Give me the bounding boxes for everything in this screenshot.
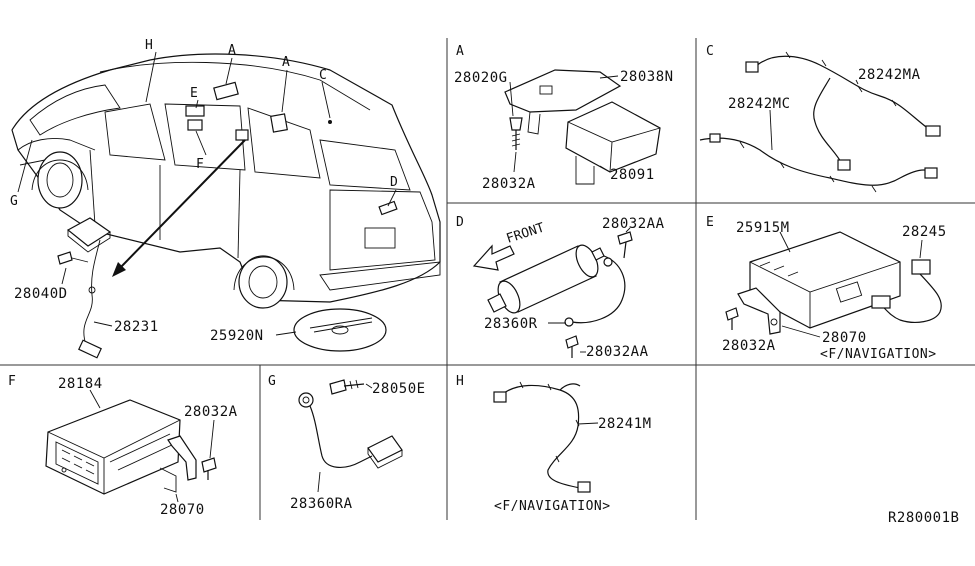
callout-a-1: A (228, 43, 236, 58)
navigation-disc (293, 308, 387, 352)
part-28360r: 28360R (484, 316, 538, 332)
section-h: H 28241M <F/NAVIGATION> (456, 374, 652, 514)
part-28032a: 28032A (184, 404, 238, 420)
front-label: FRONT (505, 220, 547, 246)
section-c: C 28242MA 28242MC (699, 44, 941, 193)
front-arrow (472, 244, 515, 271)
amplifier-cylinder (487, 244, 605, 314)
part-28091: 28091 (610, 167, 655, 183)
callout-h: H (145, 38, 153, 53)
callout-d: D (390, 175, 398, 190)
section-h-note: <F/NAVIGATION> (494, 499, 611, 514)
section-f: F 28184 28032A 28070 (8, 374, 238, 518)
section-f-letter: F (8, 374, 16, 389)
part-25915m: 25915M (736, 220, 790, 236)
callout-f: F (196, 157, 204, 172)
part-28020g: 28020G (454, 70, 508, 86)
section-c-letter: C (706, 44, 714, 59)
part-28360ra: 28360RA (290, 496, 353, 512)
part-28241m: 28241M (598, 416, 652, 432)
part-28070: 28070 (822, 330, 867, 346)
part-28231: 28231 (114, 319, 159, 335)
part-28032aa-top: 28032AA (602, 216, 665, 232)
grid-lines (0, 38, 975, 520)
section-g: G 28050E 28360RA (268, 374, 426, 512)
callout-g: G (10, 194, 18, 209)
section-h-letter: H (456, 374, 464, 389)
part-28038n: 28038N (620, 69, 674, 85)
part-28032aa-bottom: 28032AA (586, 344, 649, 360)
part-28040d: 28040D (14, 286, 68, 302)
vehicle-overview-section: H A A C E F G D 28040D 28231 25920N (10, 38, 441, 359)
gps-antenna-assembly (57, 217, 112, 359)
part-28070: 28070 (160, 502, 205, 518)
part-28242mc: 28242MC (728, 96, 791, 112)
minivan-illustration (11, 53, 441, 309)
part-28050e: 28050E (372, 381, 426, 397)
section-d-letter: D (456, 215, 464, 230)
section-e: E 25915M 28245 28070 28032A <F/NAVIGATIO… (706, 215, 947, 362)
part-28032a: 28032A (482, 176, 536, 192)
part-28032a: 28032A (722, 338, 776, 354)
callout-e: E (190, 86, 198, 101)
section-a-letter: A (456, 44, 464, 59)
section-g-letter: G (268, 374, 276, 389)
callout-a-2: A (282, 55, 290, 70)
section-a: A 28020G 28038N 28032A 28091 (454, 44, 674, 192)
part-28184: 28184 (58, 376, 103, 392)
section-d: D FRONT 28032AA 28360R 28032AA (456, 215, 665, 360)
part-28245: 28245 (902, 224, 947, 240)
diagram-code: R280001B (888, 510, 959, 526)
section-e-note: <F/NAVIGATION> (820, 347, 937, 362)
navigation-unit (749, 231, 901, 329)
location-arrow (112, 139, 246, 277)
part-25920n: 25920N (210, 328, 264, 344)
part-28242ma: 28242MA (858, 67, 921, 83)
section-e-letter: E (706, 215, 714, 230)
radio-head-unit (45, 399, 181, 495)
callout-c: C (319, 68, 327, 83)
